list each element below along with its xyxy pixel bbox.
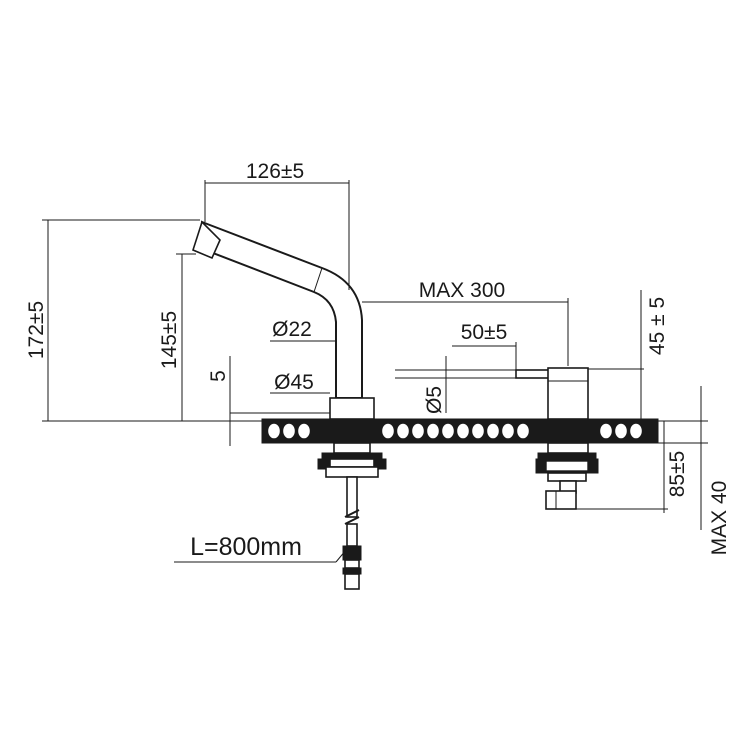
texture-pebble [266,422,282,440]
countertop-texture [266,422,644,440]
texture-pebble [296,422,312,440]
base-diameter-label: Ø45 [274,371,314,394]
countertop [261,418,659,444]
hose-length-label: L=800mm [190,533,302,561]
texture-pebble [485,422,501,440]
texture-pebble [425,422,441,440]
texture-pebble [598,422,614,440]
dimension-labels: 126±5 172±5 145±5 5 Ø22 Ø45 MAX 300 50±5… [25,160,731,561]
texture-pebble [440,422,456,440]
mixer-valve [515,367,599,510]
under-depth-label: 85±5 [666,451,689,498]
texture-pebble [380,422,396,440]
texture-pebble [410,422,426,440]
base-height-label: 5 [207,370,230,382]
lever-diameter-label: Ø5 [423,386,446,414]
tube-diameter-label: Ø22 [272,318,312,341]
texture-pebble [470,422,486,440]
spout-reach-label: 126±5 [246,160,304,183]
texture-pebble [515,422,531,440]
outlet-height-label: 145±5 [158,311,181,369]
handle-length-label: 50±5 [461,321,508,344]
total-height-label: 172±5 [25,301,48,359]
mixer-height-label: 45 ± 5 [646,297,669,355]
spout [192,220,387,590]
max-spacing-label: MAX 300 [419,279,505,302]
texture-pebble [613,422,629,440]
dimension-lines [42,180,708,563]
texture-pebble [281,422,297,440]
texture-pebble [500,422,516,440]
texture-pebble [395,422,411,440]
max-thickness-label: MAX 40 [708,481,731,556]
texture-pebble [628,422,644,440]
texture-pebble [455,422,471,440]
